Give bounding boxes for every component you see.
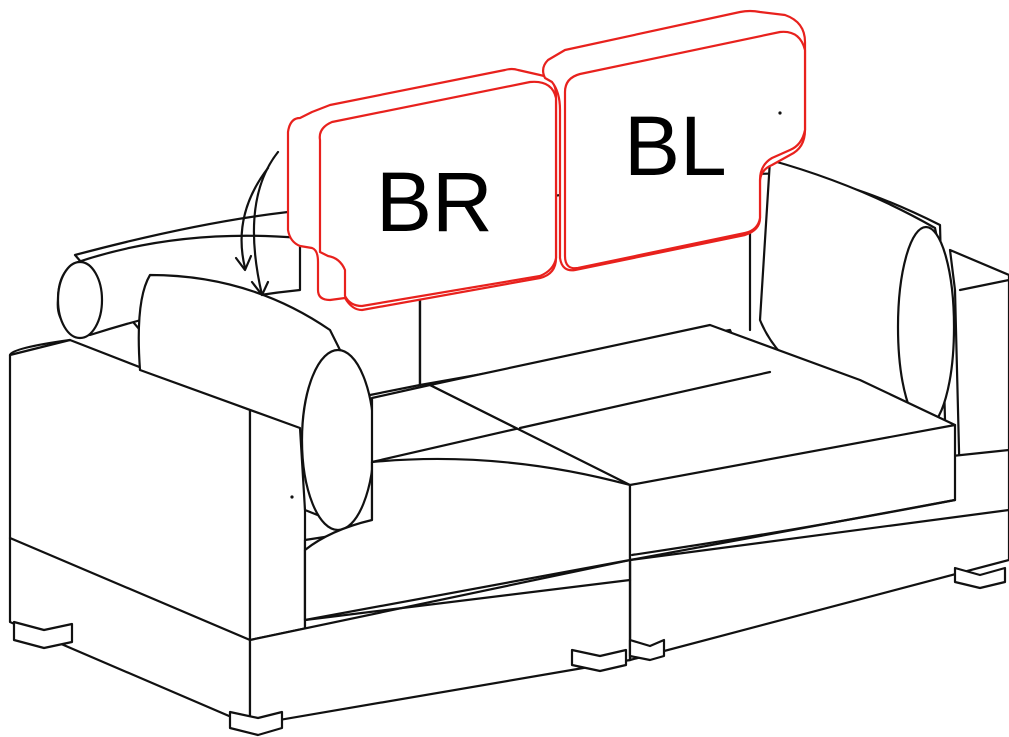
foot-front-left xyxy=(12,620,74,650)
left-arm-pillow xyxy=(137,273,376,532)
fold-arrow-icon xyxy=(234,150,280,297)
seat-cushions xyxy=(303,323,957,622)
right-arm-pillow xyxy=(758,158,956,429)
foot-front-mid-2 xyxy=(628,638,666,662)
foot-front-center xyxy=(228,710,284,737)
back-cushion-bl[interactable] xyxy=(541,9,807,272)
foot-front-mid xyxy=(570,648,628,673)
label-br: BR xyxy=(376,155,493,249)
foot-front-right xyxy=(953,566,1007,590)
sofa-feet xyxy=(12,566,1007,737)
detail-dot xyxy=(778,111,782,115)
back-cushion-br[interactable] xyxy=(286,67,558,312)
detail-dot xyxy=(290,495,294,499)
label-bl: BL xyxy=(624,99,727,193)
